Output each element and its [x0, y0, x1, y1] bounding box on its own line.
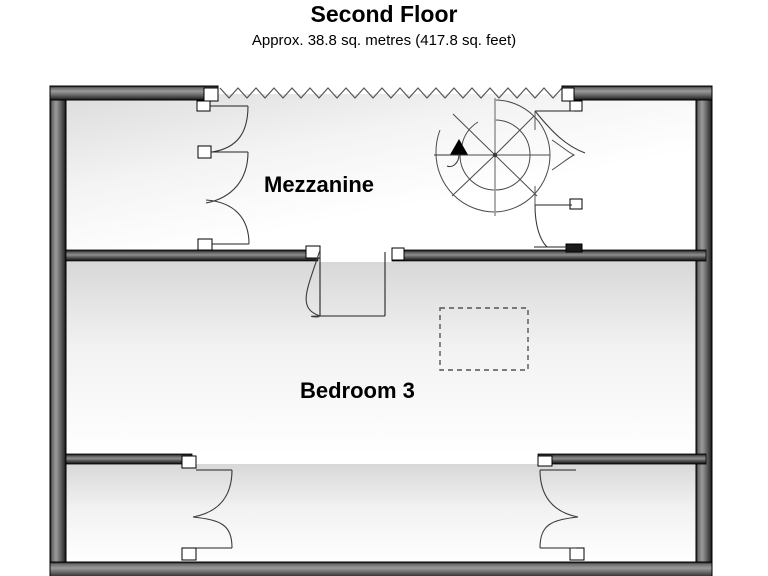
door-jamb-top-left-inner [196, 100, 211, 112]
door-lower-left-lower [192, 516, 233, 549]
wall-outer-bottom [49, 561, 713, 576]
up-arrow-icon [446, 138, 468, 167]
door-jamb-lower-left-bottom [181, 547, 197, 561]
door-jambs [181, 87, 585, 561]
door-jamb-lower-left-top [181, 455, 197, 469]
wall-divider-upper-right [391, 249, 707, 262]
wall-divider-lower-right [537, 453, 707, 465]
floor-fill-mezzanine [66, 94, 706, 252]
wall-divider-lower-left [65, 453, 193, 465]
door-jamb-top-left [203, 87, 219, 102]
door-jamb-right-mid [569, 198, 583, 210]
door-jamb-lower-right-top [537, 455, 553, 467]
door-lower-right-upper [539, 469, 579, 518]
wall-outer-right [695, 85, 713, 576]
door-stair-landing-top [534, 110, 586, 154]
door-mezzanine-upper [210, 105, 249, 153]
room-label-bedroom-3: Bedroom 3 [300, 378, 415, 403]
room-label-mezzanine: Mezzanine [264, 172, 375, 197]
door-lower-right-lower [539, 516, 579, 549]
door-jamb-mezz-bottom [197, 238, 213, 251]
plan-header: Second Floor Approx. 38.8 sq. metres (41… [0, 0, 768, 50]
door-jamb-lower-right-bottom [569, 547, 585, 561]
door-jamb-right-bottom [565, 243, 583, 253]
zigzag-open-edge-icon [219, 87, 563, 99]
door-right-side [534, 204, 574, 248]
floor-fill-bedroom3 [66, 262, 706, 454]
wall-divider-upper-left [65, 249, 319, 262]
door-jamb-bedroom3-right [391, 247, 405, 261]
dashed-rectangle-void [439, 307, 529, 371]
door-lower-left-upper [192, 469, 233, 518]
outer-walls [49, 85, 713, 576]
door-bedroom3-entry [305, 249, 386, 318]
wall-outer-left [49, 85, 67, 576]
wall-outer-top-left [49, 85, 219, 101]
page-title: Second Floor [310, 1, 458, 27]
door-mezzanine-lower [205, 199, 250, 245]
door-jamb-stair-right [569, 100, 583, 112]
door-swings [192, 105, 586, 549]
door-jamb-mezz-mid [197, 145, 212, 159]
wall-outer-top-right [561, 85, 713, 101]
door-jamb-top-right [561, 87, 575, 102]
floor-fill-lower-left [66, 464, 706, 564]
spiral-staircase-icon [434, 98, 576, 216]
floor-fills [66, 94, 706, 564]
plan-area-subtitle: Approx. 38.8 sq. metres (417.8 sq. feet) [251, 32, 517, 49]
